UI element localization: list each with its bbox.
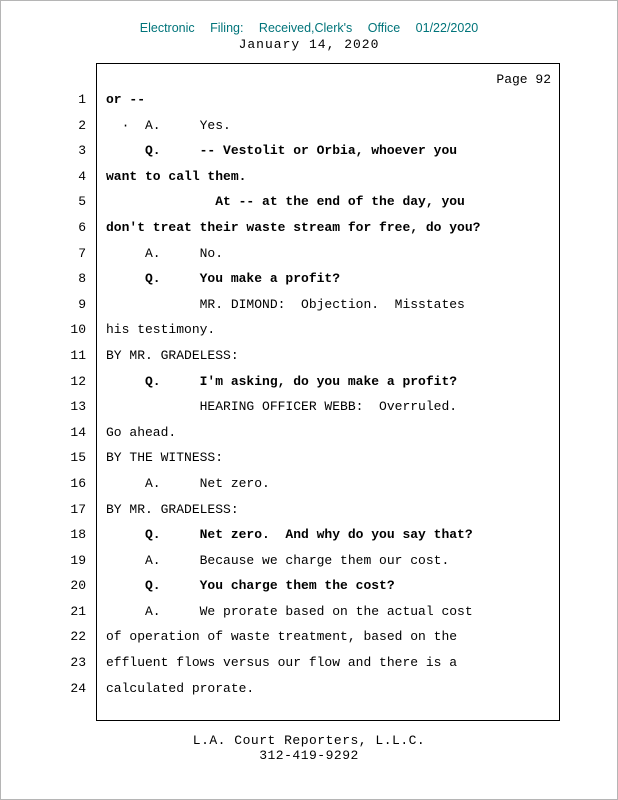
line-number: 11 bbox=[70, 347, 86, 363]
line-text: BY MR. GRADELESS: bbox=[106, 347, 239, 363]
line-text: of operation of waste treatment, based o… bbox=[106, 629, 458, 645]
hearing-date: January 14, 2020 bbox=[238, 37, 380, 52]
transcript-line: 19 A. Because we charge them our cost. bbox=[1, 553, 617, 579]
transcript-line: 8 Q. You make a profit? bbox=[1, 271, 617, 297]
line-text: his testimony. bbox=[106, 322, 216, 338]
line-text: Q. You charge them the cost? bbox=[106, 578, 395, 594]
transcript-line: 7 A. No. bbox=[1, 246, 617, 272]
transcript-line: 17 BY MR. GRADELESS: bbox=[1, 502, 617, 528]
transcript-line: 4 want to call them. bbox=[1, 169, 617, 195]
transcript-line: 24 calculated prorate. bbox=[1, 681, 617, 707]
transcript-line: 1 or -- bbox=[1, 92, 617, 118]
line-number: 21 bbox=[70, 603, 86, 619]
line-text: or -- bbox=[106, 92, 146, 107]
line-text: A. We prorate based on the actual cost bbox=[106, 603, 473, 619]
line-number: 4 bbox=[78, 168, 86, 184]
line-number: 10 bbox=[70, 322, 86, 338]
line-text: Go ahead. bbox=[106, 424, 177, 440]
line-number: 1 bbox=[78, 92, 86, 107]
footer-phone: 312-419-9292 bbox=[259, 748, 359, 763]
line-text: Q. Net zero. And why do you say that? bbox=[106, 527, 473, 543]
line-number: 14 bbox=[70, 424, 86, 440]
line-text: Q. You make a profit? bbox=[106, 271, 341, 287]
line-number: 6 bbox=[78, 219, 86, 235]
page-number-label: Page 92 bbox=[496, 72, 551, 87]
line-number: 20 bbox=[70, 578, 86, 594]
line-text: At -- at the end of the day, you bbox=[106, 194, 465, 210]
transcript-line: 18 Q. Net zero. And why do you say that? bbox=[1, 527, 617, 553]
line-number: 19 bbox=[70, 552, 86, 568]
transcript-line: 12 Q. I'm asking, do you make a profit? bbox=[1, 374, 617, 400]
line-number: 18 bbox=[70, 527, 86, 543]
transcript-line: 22 of operation of waste treatment, based… bbox=[1, 629, 617, 655]
line-text: calculated prorate. bbox=[106, 680, 255, 696]
transcript-line: 9 MR. DIMOND: Objection. Misstates bbox=[1, 297, 617, 323]
line-number: 8 bbox=[78, 271, 86, 287]
transcript-box: Page 92 bbox=[96, 63, 560, 721]
transcript-line: 20 Q. You charge them the cost? bbox=[1, 578, 617, 604]
transcript-line: 10 his testimony. bbox=[1, 322, 617, 348]
line-text: don't treat their waste stream for free,… bbox=[106, 219, 481, 235]
line-number: 13 bbox=[70, 399, 86, 415]
line-text: effluent flows versus our flow and there… bbox=[106, 655, 458, 671]
line-text: · A. Yes. bbox=[106, 117, 231, 133]
transcript-line: 23 effluent flows versus our flow and the… bbox=[1, 655, 617, 681]
line-text: A. No. bbox=[106, 245, 224, 261]
line-number: 22 bbox=[70, 629, 86, 645]
line-text: A. Because we charge them our cost. bbox=[106, 552, 450, 568]
line-number: 15 bbox=[70, 450, 86, 466]
line-number: 16 bbox=[70, 475, 86, 491]
transcript-line: 6 don't treat their waste stream for free… bbox=[1, 220, 617, 246]
transcript-line: 14 Go ahead. bbox=[1, 425, 617, 451]
line-number: 9 bbox=[78, 296, 86, 312]
transcript-line: 3 Q. -- Vestolit or Orbia, whoever you bbox=[1, 143, 617, 169]
line-text: BY THE WITNESS: bbox=[106, 450, 224, 466]
footer-company: L.A. Court Reporters, L.L.C. bbox=[192, 733, 426, 748]
transcript-line: 5 At -- at the end of the day, you bbox=[1, 194, 617, 220]
line-text: Q. I'm asking, do you make a profit? bbox=[106, 373, 458, 389]
line-text: MR. DIMOND: Objection. Misstates bbox=[106, 296, 465, 312]
line-number: 3 bbox=[78, 143, 86, 159]
efiling-header: Electronic Filing: Received,Clerk's Offi… bbox=[139, 21, 479, 35]
transcript-line: 2 · A. Yes. bbox=[1, 118, 617, 144]
transcript-line: 13 HEARING OFFICER WEBB: Overruled. bbox=[1, 399, 617, 425]
transcript-line: 15 BY THE WITNESS: bbox=[1, 450, 617, 476]
line-number: 7 bbox=[78, 245, 86, 261]
line-text: A. Net zero. bbox=[106, 475, 270, 491]
transcript-line: 21 A. We prorate based on the actual cos… bbox=[1, 604, 617, 630]
line-text: BY MR. GRADELESS: bbox=[106, 501, 239, 517]
transcript-line: 11 BY MR. GRADELESS: bbox=[1, 348, 617, 374]
line-number: 17 bbox=[70, 501, 86, 517]
line-text: want to call them. bbox=[106, 168, 247, 184]
line-text: Q. -- Vestolit or Orbia, whoever you bbox=[106, 143, 458, 159]
line-number: 23 bbox=[70, 655, 86, 671]
line-number: 2 bbox=[78, 117, 86, 133]
line-number: 24 bbox=[70, 680, 86, 696]
line-number: 12 bbox=[70, 373, 86, 389]
transcript-line: 16 A. Net zero. bbox=[1, 476, 617, 502]
line-number: 5 bbox=[78, 194, 86, 210]
line-text: HEARING OFFICER WEBB: Overruled. bbox=[106, 399, 458, 415]
